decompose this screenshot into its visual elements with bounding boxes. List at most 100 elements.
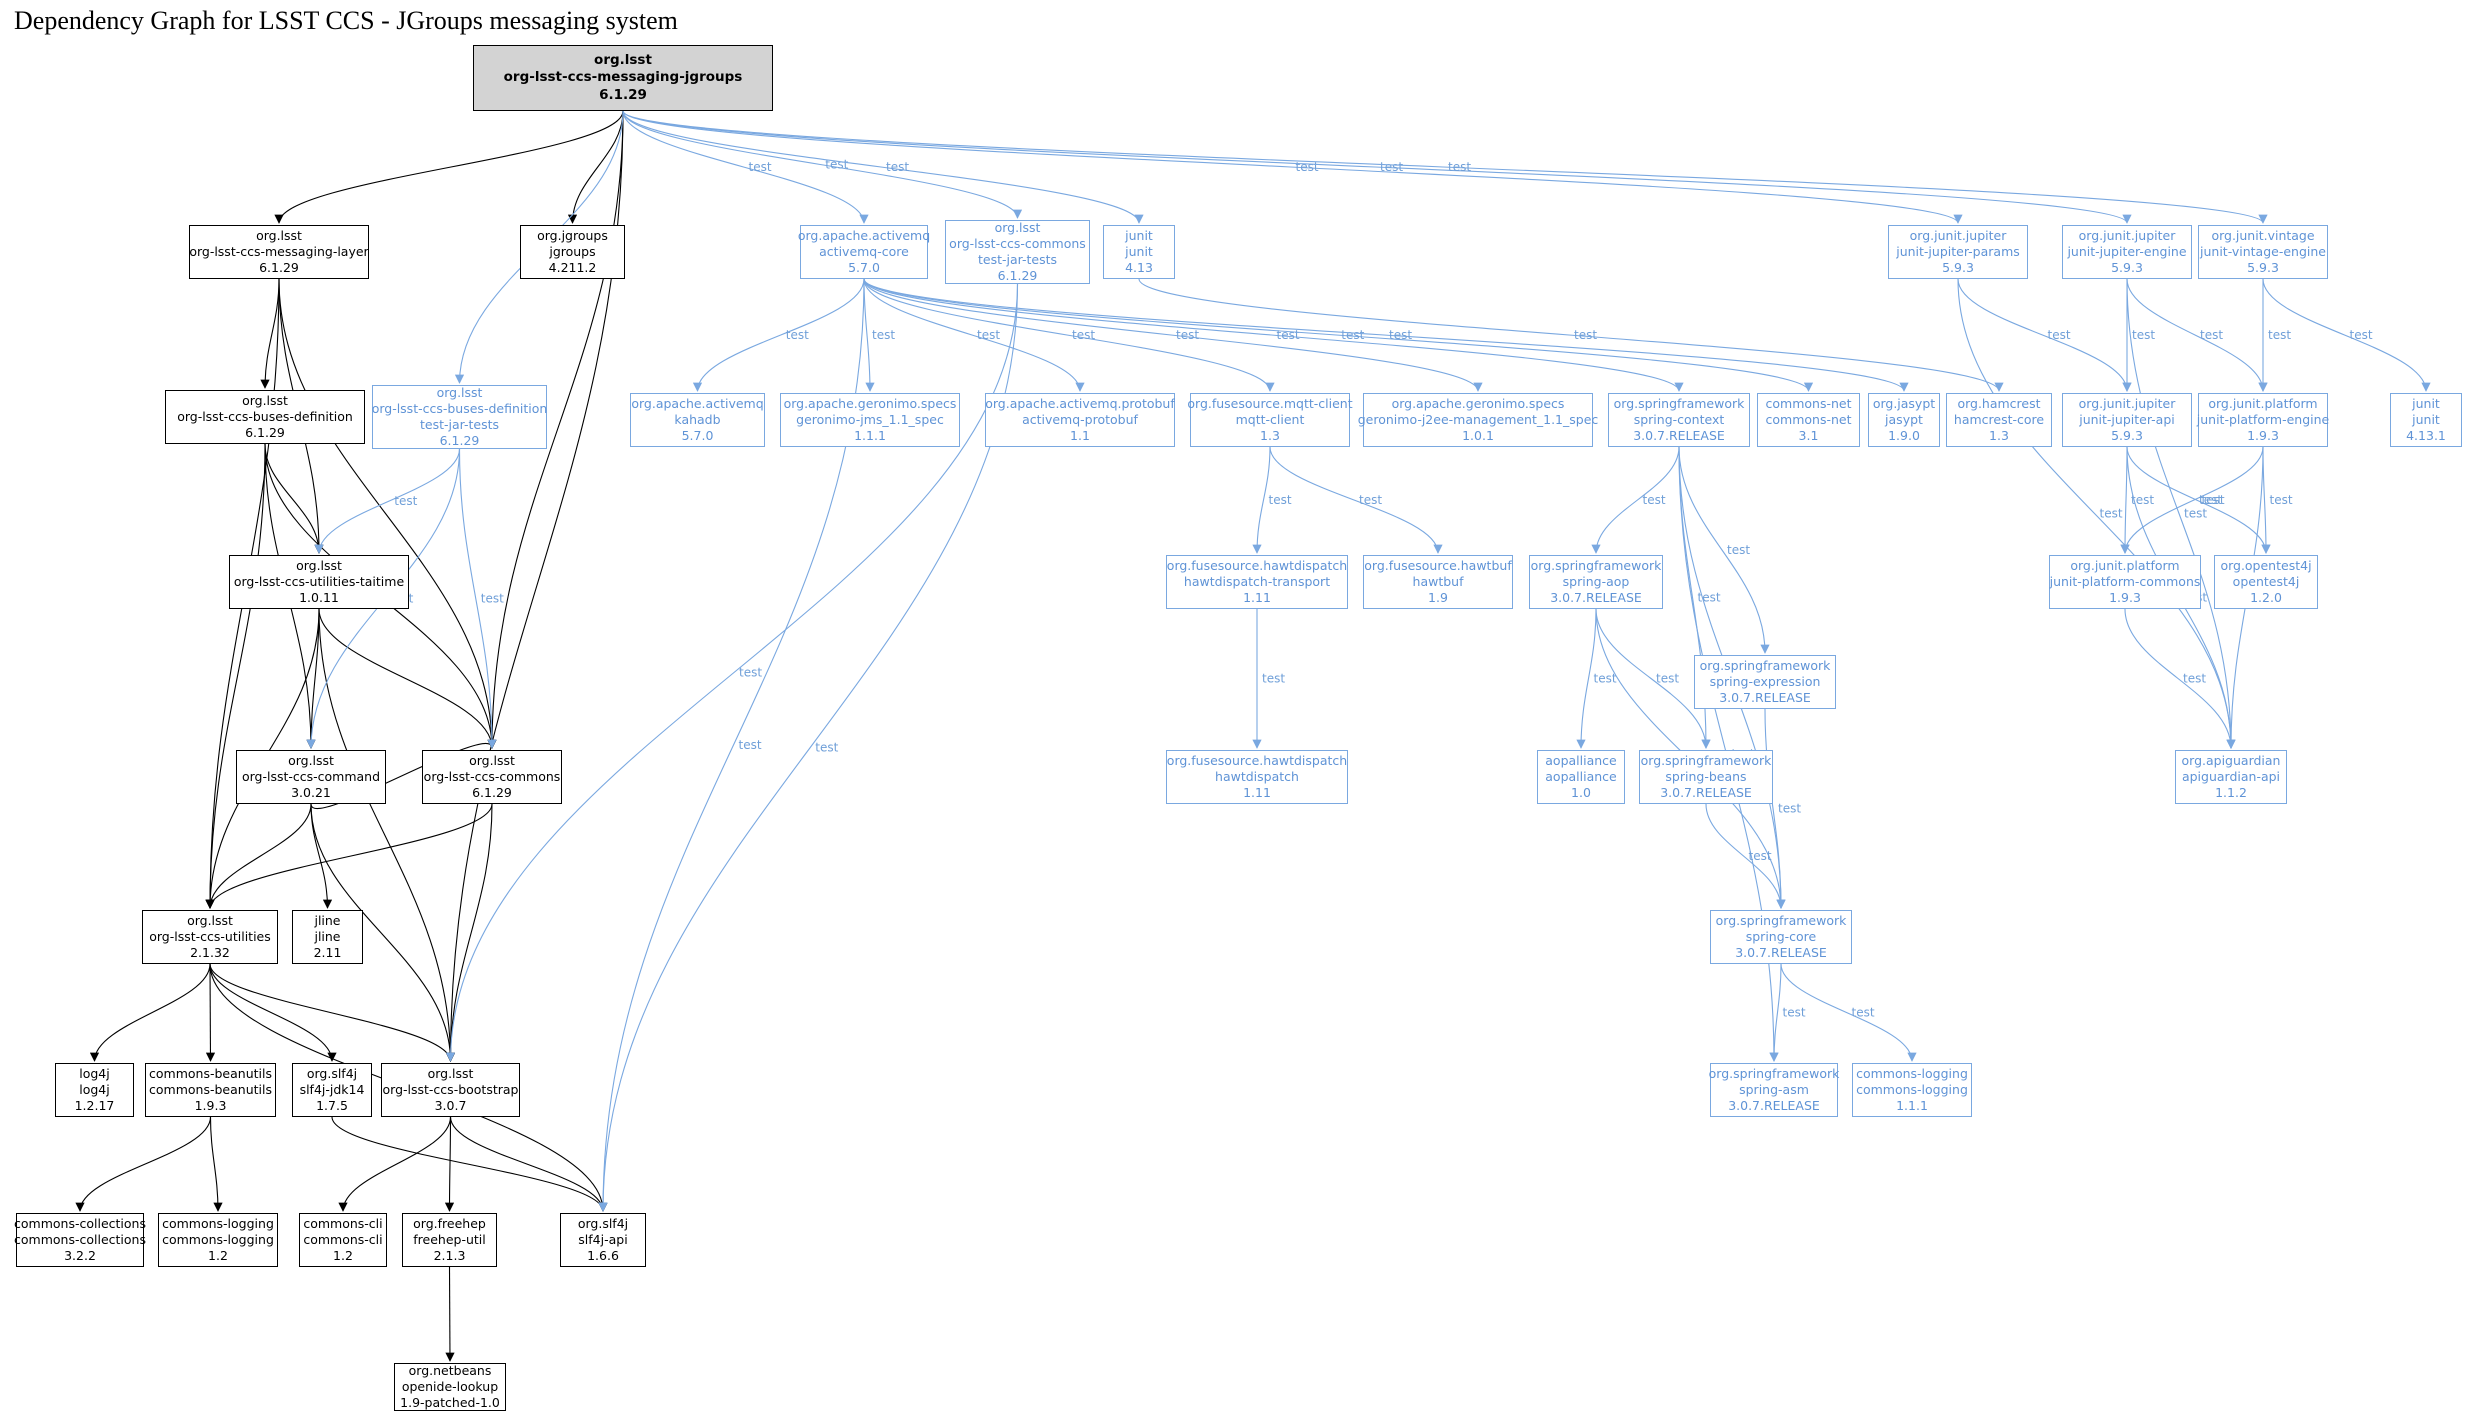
node-label-line: junit-platform-commons: [2049, 573, 2201, 589]
edge-spring-context--spring-expression: [1678, 446, 1770, 654]
node-label-line: commons-logging: [162, 1231, 274, 1247]
graph-title: Dependency Graph for LSST CCS - JGroups …: [14, 6, 678, 35]
node-label-line: 1.3: [1260, 428, 1280, 444]
node-label-line: 1.0.1: [1462, 428, 1494, 444]
edge-command--ccs-commons: [310, 739, 497, 810]
edge-test-label: test: [394, 494, 417, 508]
node-label-line: kahadb: [674, 411, 721, 427]
node-label-line: 1.9.0: [1888, 428, 1920, 444]
node-label-line: jline: [314, 912, 341, 928]
node-label-line: org.slf4j: [577, 1215, 629, 1231]
node-label-line: org-lsst-ccs-commons: [949, 235, 1086, 251]
node-label-line: 2.11: [313, 945, 342, 961]
node-label-line: commons-beanutils: [149, 1065, 272, 1081]
node-label-line: org-lsst-ccs-messaging-jgroups: [503, 69, 743, 86]
node-label-line: log4j: [79, 1065, 110, 1081]
edge-test-label: test: [1389, 328, 1412, 342]
node-label-line: org.springframework: [1699, 657, 1831, 673]
node-label-line: slf4j-api: [578, 1231, 628, 1247]
edge-test-label: test: [1176, 328, 1199, 342]
node-label-line: org.lsst: [469, 752, 515, 768]
edge-test-label: test: [1380, 160, 1403, 174]
node-label-line: org.apache.geronimo.specs: [1391, 395, 1565, 411]
node-label-line: org-lsst-ccs-buses-definition: [371, 400, 548, 416]
node-label-line: commons-beanutils: [149, 1081, 272, 1097]
edge-root--ccs-commons-tests: [622, 110, 1023, 219]
edge-test-label: test: [825, 158, 848, 172]
node-label-line: junit-platform-engine: [2196, 411, 2330, 427]
edge-bootstrap--slf4j-api: [449, 1116, 608, 1212]
node-label-line: org.lsst: [994, 219, 1041, 235]
edge-test-label: test: [1262, 672, 1285, 686]
node-label-line: org.jgroups: [537, 227, 608, 243]
edge-test-label: test: [1341, 328, 1364, 342]
edge-command--bootstrap: [310, 803, 456, 1062]
node-label-line: org.lsst: [288, 752, 334, 768]
node-label-line: junit: [2412, 395, 2440, 411]
node-label-line: hawtbuf: [1412, 573, 1464, 589]
edge-test-label: test: [2270, 493, 2293, 507]
node-label-line: org.fusesource.hawtdispatch: [1166, 752, 1348, 768]
edge-test-label: test: [1778, 802, 1801, 816]
node-label-line: 4.211.2: [548, 260, 597, 276]
node-label-line: 1.11: [1243, 785, 1271, 801]
edge-test-label: test: [1594, 672, 1617, 686]
edge-messaging-layer--ccs-commons: [278, 278, 497, 749]
node-label-line: org.slf4j: [306, 1065, 358, 1081]
node-label-line: aopalliance: [1545, 768, 1617, 784]
node-label-line: junit-jupiter-engine: [2067, 243, 2187, 259]
node-label-line: spring-core: [1745, 928, 1817, 944]
node-label-line: org.springframework: [1640, 752, 1772, 768]
node-label-line: org-lsst-ccs-utilities: [149, 928, 271, 944]
node-label-line: 6.1.29: [259, 260, 299, 276]
edge-test-label: test: [1749, 849, 1772, 863]
edge-test-label: test: [872, 328, 895, 342]
node-label-line: 6.1.29: [439, 433, 480, 449]
node-label-line: openide-lookup: [401, 1378, 499, 1394]
edge-test-label: test: [2202, 493, 2225, 507]
edge-test-label: test: [2199, 493, 2222, 507]
node-label-line: hawtdispatch-transport: [1183, 573, 1331, 589]
edge-commons-beanutils--commons-logging-12: [209, 1116, 223, 1212]
node-label-line: org.lsst: [594, 51, 652, 68]
node-label-line: geronimo-j2ee-management_1.1_spec: [1357, 411, 1599, 427]
node-label-line: aopalliance: [1545, 752, 1617, 768]
node-label-line: org.junit.jupiter: [1909, 227, 2007, 243]
edge-taitime--ccs-commons: [318, 608, 497, 749]
node-label-line: 3.0.7.RELEASE: [1735, 945, 1827, 961]
node-label-line: org.apache.geronimo.specs: [783, 395, 957, 411]
edge-activemq-core--spring-context: [863, 278, 1684, 392]
edge-root--vintage-engine: [622, 110, 2268, 224]
edge-test-label: test: [481, 592, 504, 606]
edge-bootstrap--freehep-util: [444, 1116, 455, 1212]
edge-mqtt-client--hawtdispatch-transport: [1252, 446, 1271, 554]
node-label-line: spring-asm: [1739, 1081, 1809, 1097]
edge-buses-def-tests--ccs-commons: [458, 448, 497, 749]
node-label-line: 4.13: [1125, 260, 1153, 276]
edge-test-label: test: [1852, 1006, 1875, 1020]
node-label-line: 1.9: [1428, 590, 1448, 606]
node-label-line: 3.0.7.RELEASE: [1719, 690, 1811, 706]
node-label-line: 3.0.7: [434, 1098, 467, 1114]
node-label-line: org.junit.platform: [2208, 395, 2318, 411]
node-label-line: spring-aop: [1562, 573, 1630, 589]
node-label-line: 3.0.7.RELEASE: [1633, 428, 1725, 444]
node-label-line: 6.1.29: [245, 425, 285, 441]
